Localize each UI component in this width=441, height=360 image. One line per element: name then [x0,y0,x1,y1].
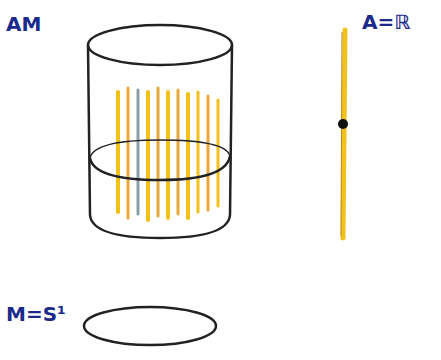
fibre-line [127,88,130,218]
math-label: AM [6,14,41,34]
fibre-line [166,92,170,218]
cylinder-top [88,25,232,65]
base-section [90,156,230,180]
fibre-line [177,90,180,214]
fibre-line [116,92,120,212]
fibre-line [197,92,200,212]
fibre-line [343,30,345,238]
fibre-line [217,100,220,206]
cylinder-side [88,45,90,215]
cylinder-bottom [90,215,230,238]
math-label: A=ℝ [362,12,410,32]
fibre-line [146,92,150,220]
fibre-line [186,94,190,218]
fibre-edge [341,32,342,236]
math-label: M=S¹ [6,304,66,324]
cylinder-side [230,45,232,215]
point-dot [338,119,348,129]
base-circle [84,307,216,345]
base-section [90,140,230,158]
fibre-line [137,90,140,214]
fibre-line [207,96,210,210]
fibre-line [157,88,160,216]
cylinder [88,25,232,238]
fibres [118,88,218,220]
